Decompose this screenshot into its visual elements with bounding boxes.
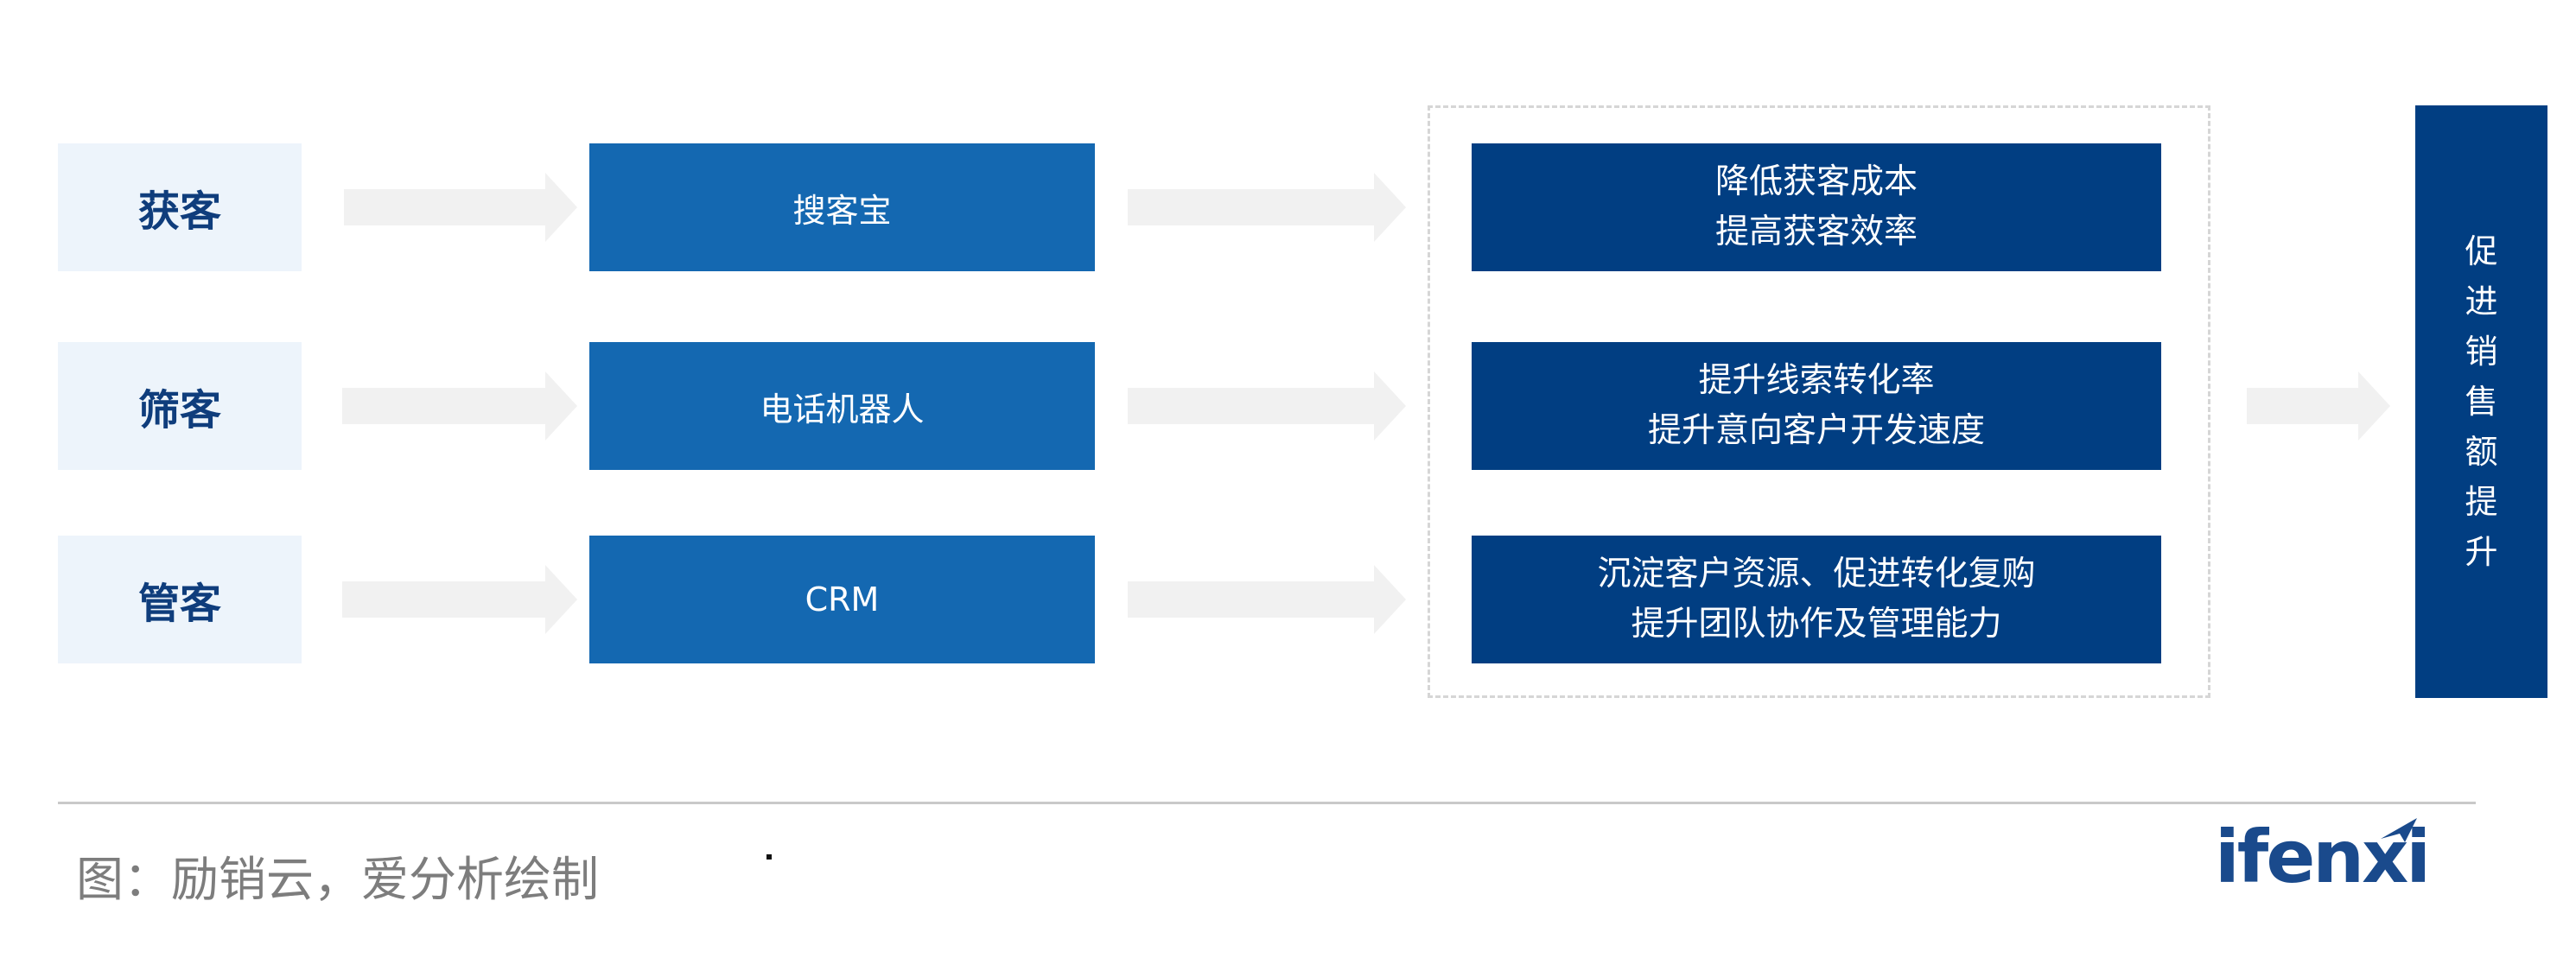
result-char: 升 — [2465, 533, 2498, 571]
tool-box-crm: CRM — [589, 536, 1095, 663]
outcome-box-acquire: 降低获客成本 提高获客效率 — [1472, 143, 2161, 271]
outcome-line: 降低获客成本 — [1714, 162, 1918, 201]
outcome-line: 提升意向客户开发速度 — [1647, 411, 1985, 450]
outcome-line: 提高获客效率 — [1714, 213, 1918, 251]
outcome-line: 提升团队协作及管理能力 — [1631, 605, 2002, 644]
logo-wordmark: ifenxi — [2215, 815, 2431, 899]
stray-dot — [766, 854, 772, 860]
result-char: 进 — [2465, 282, 2498, 320]
source-caption: 图：励销云，爱分析绘制 — [76, 852, 600, 907]
tool-box-phone-robot: 电话机器人 — [589, 342, 1095, 470]
outcomes-group-frame — [1428, 105, 2210, 698]
stage-label-screen: 筛客 — [58, 342, 302, 470]
outcome-line: 沉淀客户资源、促进转化复购 — [1597, 555, 2036, 593]
ifenxi-logo: ifenxi — [2215, 815, 2431, 910]
tool-box-soukebao: 搜客宝 — [589, 143, 1095, 271]
outcome-box-screen: 提升线索转化率 提升意向客户开发速度 — [1472, 342, 2161, 470]
result-char: 销 — [2465, 333, 2498, 371]
result-char: 售 — [2465, 383, 2498, 421]
outcome-box-manage: 沉淀客户资源、促进转化复购 提升团队协作及管理能力 — [1472, 536, 2161, 663]
outcome-line: 提升线索转化率 — [1698, 361, 1935, 400]
result-char: 促 — [2465, 232, 2498, 270]
result-bar-sales-growth: 促 进 销 售 额 提 升 — [2415, 105, 2547, 698]
logo-arrow-icon — [2381, 818, 2417, 842]
result-char: 额 — [2465, 433, 2498, 471]
stage-label-manage: 管客 — [58, 536, 302, 663]
result-char: 提 — [2465, 483, 2498, 521]
stage-label-acquire: 获客 — [58, 143, 302, 271]
footer-divider — [58, 802, 2476, 804]
